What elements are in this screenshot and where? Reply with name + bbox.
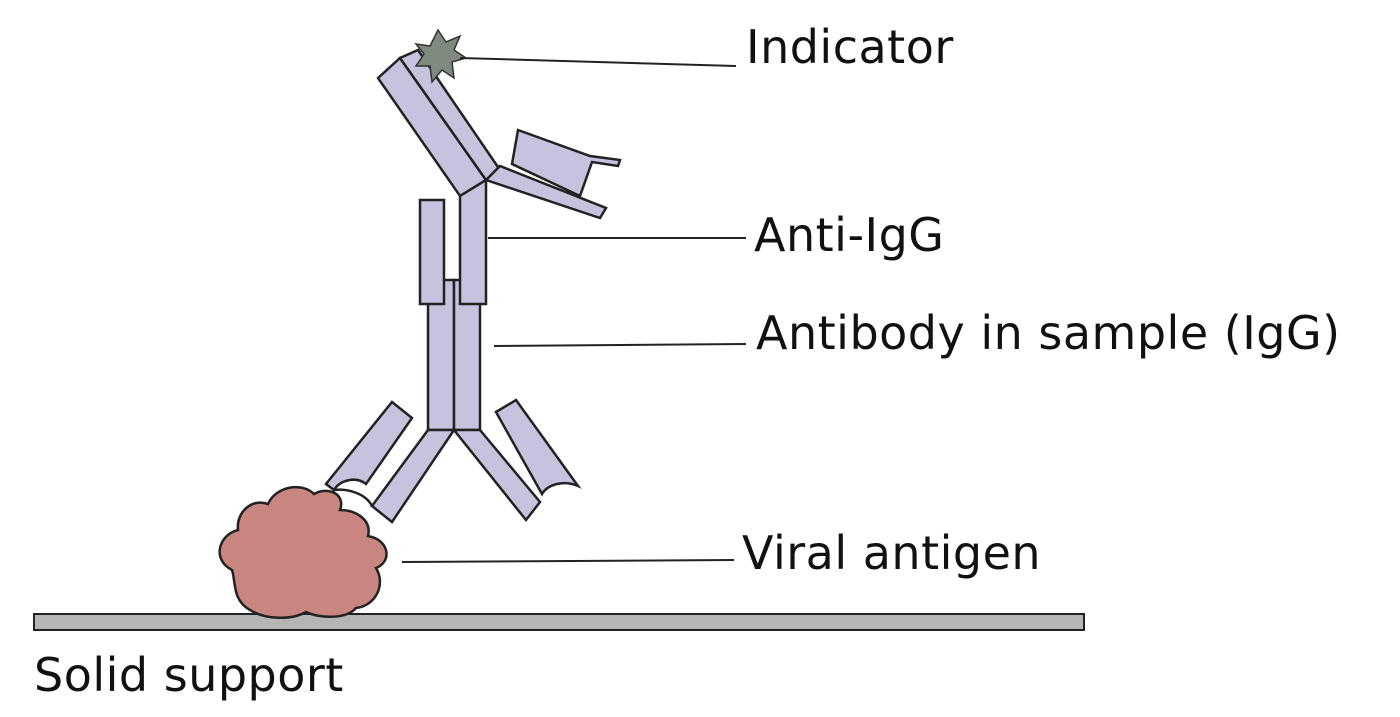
anti-igg-right-light-chain (510, 128, 622, 198)
anti-igg-right-arm (483, 164, 608, 220)
solid-support-label: Solid support (34, 648, 344, 702)
anti-igg-label: Anti-IgG (754, 208, 945, 262)
anti-igg-left-clamp (418, 198, 446, 306)
viral-antigen-label: Viral antigen (742, 526, 1042, 580)
igg-left-heavy-arm (370, 428, 457, 524)
anti-igg-antibody (376, 48, 622, 306)
leader-line-antibody (493, 343, 747, 347)
leader-line-indicator (459, 57, 737, 67)
indicator-star-icon (414, 28, 468, 84)
solid-support-bar (33, 613, 1085, 631)
igg-right-heavy-arm (451, 428, 542, 523)
sample-antibody-igg (324, 278, 582, 524)
igg-right-light-chain (494, 398, 582, 497)
anti-igg-stem (458, 178, 488, 306)
viral-antigen-blob (218, 485, 388, 619)
indicator-label: Indicator (746, 20, 954, 74)
leader-line-antigen (401, 559, 735, 563)
antibody-label: Antibody in sample (IgG) (756, 306, 1341, 360)
igg-antigen-binding-site (333, 488, 374, 507)
